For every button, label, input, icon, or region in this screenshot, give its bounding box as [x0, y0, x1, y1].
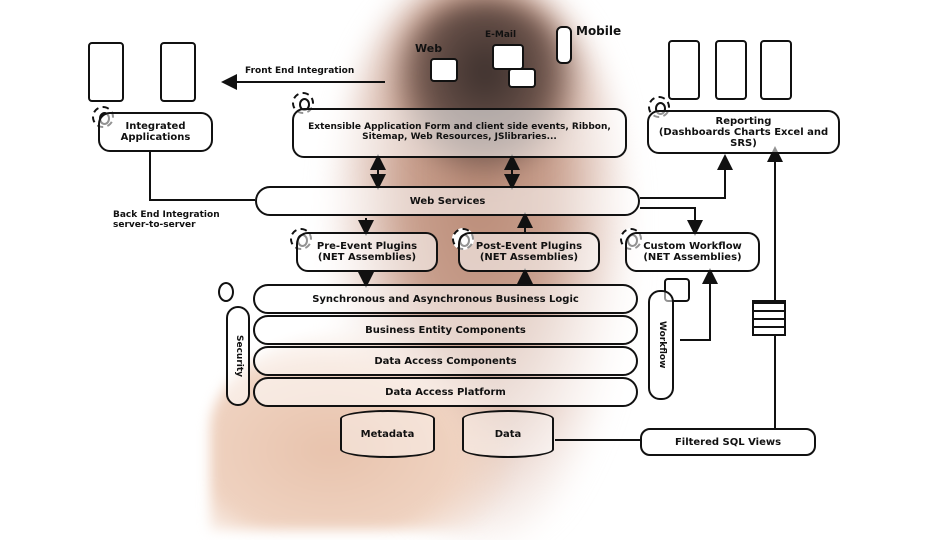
mobile-label: Mobile: [576, 24, 622, 38]
data-access-platform-layer: Data Access Platform: [253, 377, 638, 407]
web-computer-icon: [430, 58, 458, 82]
front-end-integration-label: Front End Integration: [245, 66, 355, 76]
custom-workflow-box: Custom Workflow (NET Assemblies): [625, 232, 760, 272]
firewall-icon: [752, 300, 786, 336]
mobile-phone-icon: [556, 26, 572, 64]
server-icon: [88, 42, 124, 102]
report-document-icon: [668, 40, 700, 100]
extensible-application-box: Extensible Application Form and client s…: [292, 108, 627, 158]
connector-lines: [149, 74, 783, 441]
envelope-icon: [508, 68, 536, 88]
web-services-box: Web Services: [255, 186, 640, 216]
pre-event-plugins-box: Pre-Event Plugins (NET Assemblies): [296, 232, 438, 272]
email-laptop-icon: [492, 44, 524, 70]
metadata-label: Metadata: [360, 428, 415, 440]
business-entity-layer: Business Entity Components: [253, 315, 638, 345]
email-label: E-Mail: [485, 30, 517, 40]
metadata-database: Metadata: [340, 410, 435, 458]
web-label: Web: [415, 42, 443, 55]
report-document-icon: [760, 40, 792, 100]
server-icon: [160, 42, 196, 102]
business-logic-layer: Synchronous and Asynchronous Business Lo…: [253, 284, 638, 314]
integrated-applications-box: Integrated Applications: [98, 112, 213, 152]
data-database: Data: [462, 410, 554, 458]
post-event-plugins-box: Post-Event Plugins (NET Assemblies): [458, 232, 600, 272]
reporting-box: Reporting (Dashboards Charts Excel and S…: [647, 110, 840, 154]
workflow-box: Workflow: [648, 290, 674, 400]
data-access-components-layer: Data Access Components: [253, 346, 638, 376]
data-label: Data: [494, 428, 522, 440]
workflow-label: Workflow: [656, 321, 667, 369]
report-document-icon: [715, 40, 747, 100]
security-label: Security: [233, 334, 244, 378]
security-box: Security: [226, 306, 250, 406]
key-icon: [218, 282, 234, 302]
filtered-sql-views-box: Filtered SQL Views: [640, 428, 816, 456]
back-end-integration-label: Back End Integration server-to-server: [113, 210, 220, 230]
